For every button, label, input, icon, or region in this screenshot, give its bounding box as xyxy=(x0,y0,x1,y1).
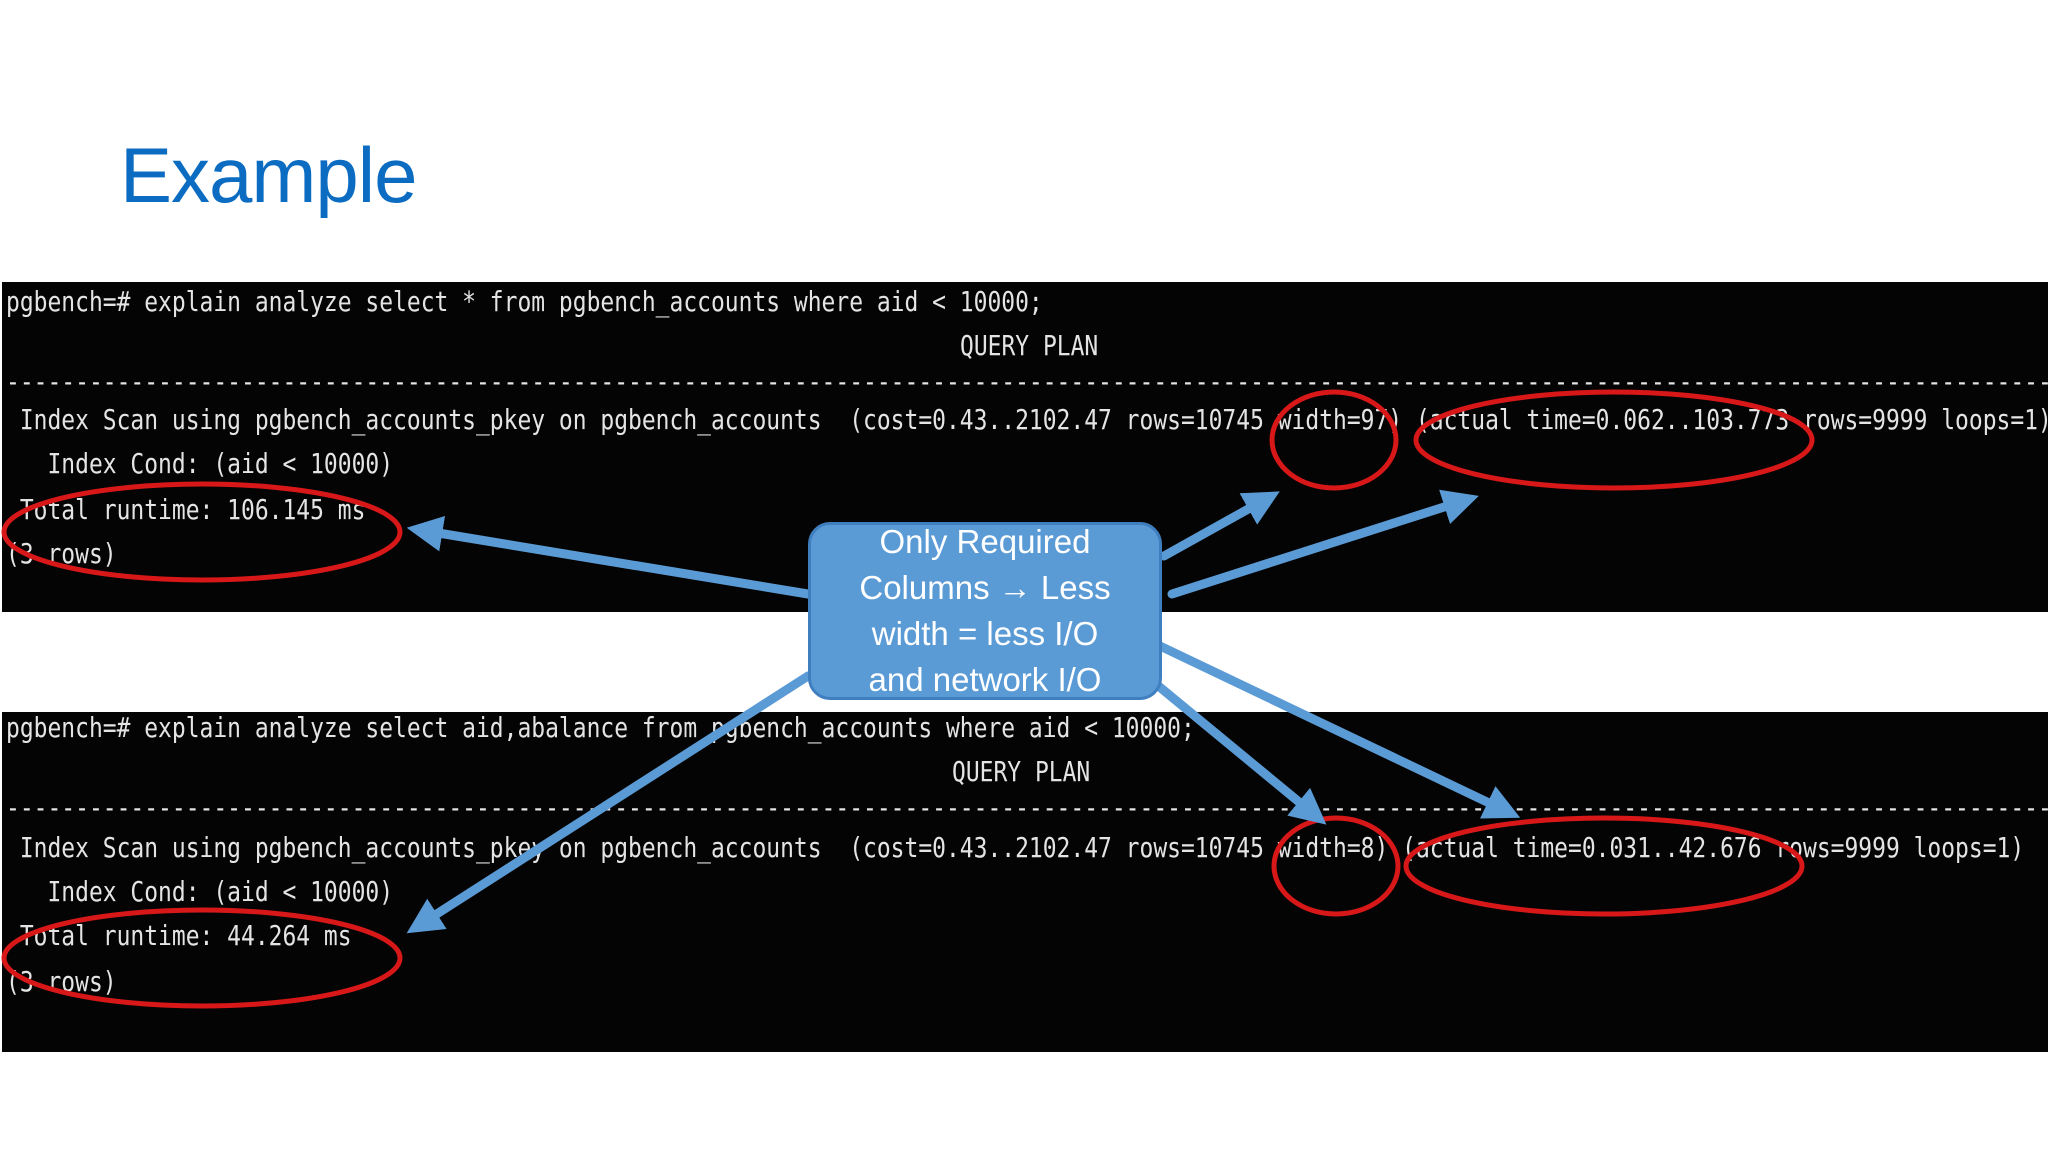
command-line: pgbench=# explain analyze select aid,aba… xyxy=(6,712,1195,744)
separator-line: ----------------------------------------… xyxy=(6,791,2048,824)
index-cond-line: Index Cond: (aid < 10000) xyxy=(6,447,394,480)
index-cond-line: Index Cond: (aid < 10000) xyxy=(6,875,394,908)
rows-count-line: (3 rows) xyxy=(6,537,117,570)
total-runtime-line: Total runtime: 44.264 ms xyxy=(6,919,352,952)
separator-line: ----------------------------------------… xyxy=(6,365,2048,398)
query-plan-header: QUERY PLAN xyxy=(960,329,1099,362)
terminal-output-select-columns: pgbench=# explain analyze select aid,aba… xyxy=(2,712,2048,1052)
callout-line: width = less I/O xyxy=(871,615,1099,652)
callout-line: and network I/O xyxy=(868,661,1102,698)
rows-count-line: (3 rows) xyxy=(6,965,117,998)
plan-line: Index Scan using pgbench_accounts_pkey o… xyxy=(6,831,2025,864)
total-runtime-line: Total runtime: 106.145 ms xyxy=(6,493,366,526)
callout-box: Only Required Columns → Less width = les… xyxy=(808,522,1162,700)
callout-line: Only Required xyxy=(879,523,1091,560)
slide-title: Example xyxy=(120,131,417,219)
plan-line: Index Scan using pgbench_accounts_pkey o… xyxy=(6,403,2048,436)
callout-line: Columns → Less xyxy=(859,569,1111,606)
command-line: pgbench=# explain analyze select * from … xyxy=(6,285,1043,318)
query-plan-header: QUERY PLAN xyxy=(952,755,1091,788)
